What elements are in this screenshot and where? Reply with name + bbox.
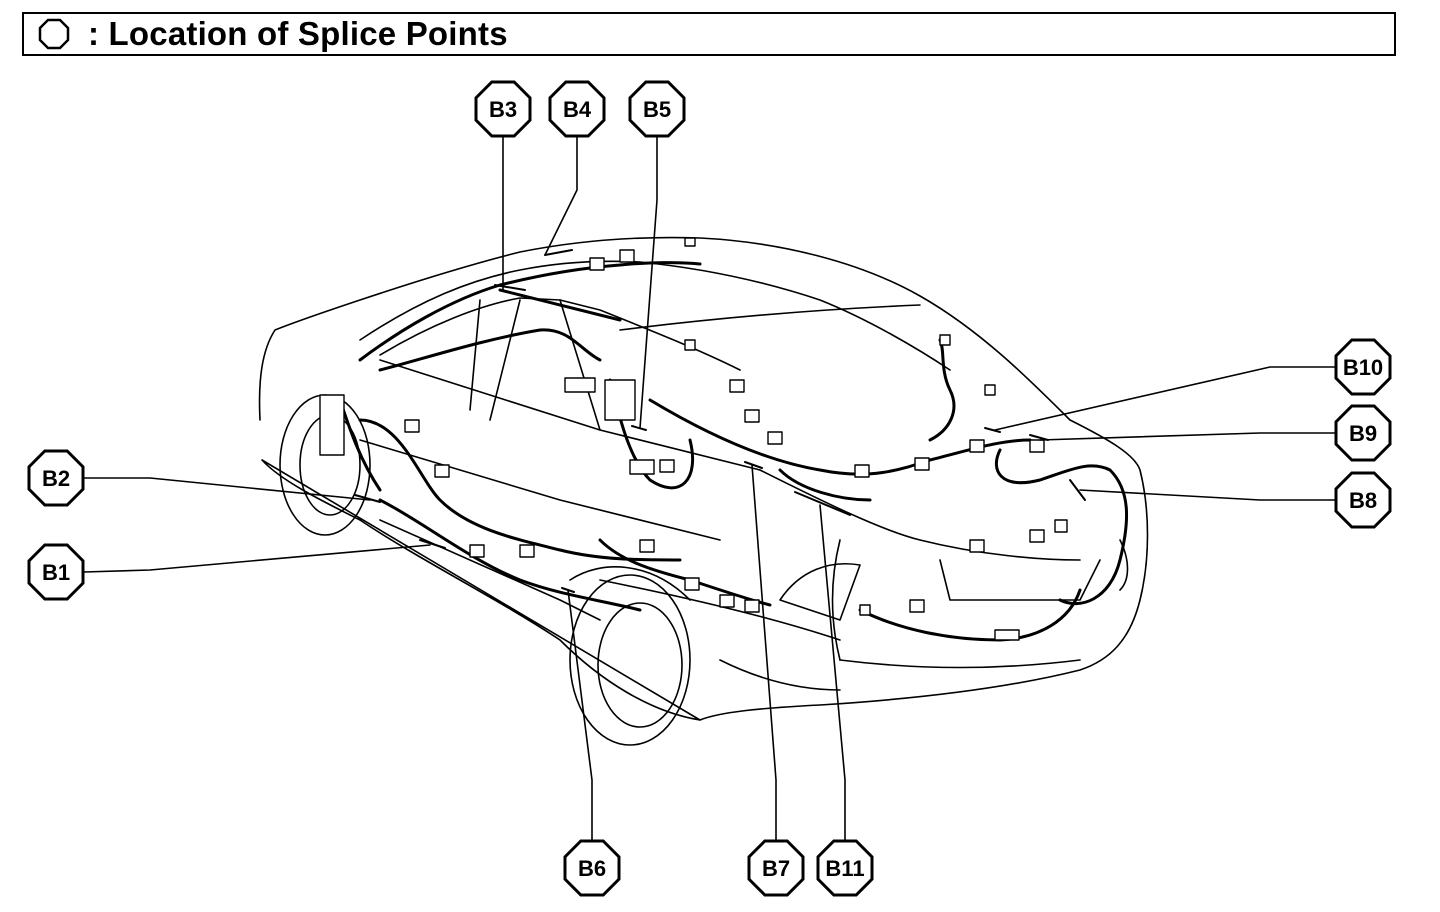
octagon-icon xyxy=(27,449,85,507)
rear-wheel xyxy=(569,566,691,746)
octagon-icon xyxy=(38,18,70,50)
leader-lines xyxy=(83,135,1337,843)
splice-label-b6: B6 xyxy=(563,839,621,897)
title-box: : Location of Splice Points xyxy=(22,12,1396,56)
wire-harness xyxy=(338,261,1129,642)
splice-label-text: B7 xyxy=(762,856,790,881)
octagon-icon xyxy=(1334,404,1392,462)
splice-label-b8: B8 xyxy=(1334,471,1392,529)
octagon-icon xyxy=(816,839,874,897)
octagon-icon xyxy=(1334,338,1392,396)
splice-label-text: B9 xyxy=(1349,421,1377,446)
car-body-outline xyxy=(258,236,1149,721)
splice-label-text: B1 xyxy=(42,560,70,585)
splice-label-text: B5 xyxy=(643,97,671,122)
splice-label-text: B10 xyxy=(1343,355,1383,380)
octagon-icon xyxy=(747,839,805,897)
splice-label-b10: B10 xyxy=(1334,338,1392,396)
splice-label-b11: B11 xyxy=(816,839,874,897)
splice-label-text: B8 xyxy=(1349,488,1377,513)
octagon-icon xyxy=(27,543,85,601)
octagon-icon xyxy=(563,839,621,897)
connector-blocks xyxy=(319,237,1068,641)
splice-label-b5: B5 xyxy=(628,80,686,138)
octagon-icon xyxy=(1334,471,1392,529)
page-title: : Location of Splice Points xyxy=(88,15,508,52)
splice-label-b7: B7 xyxy=(747,839,805,897)
splice-label-text: B11 xyxy=(825,856,864,881)
splice-marks xyxy=(354,249,1086,593)
splice-label-b4: B4 xyxy=(548,80,606,138)
splice-label-b3: B3 xyxy=(474,80,532,138)
splice-label-b2: B2 xyxy=(27,449,85,507)
octagon-icon xyxy=(474,80,532,138)
splice-label-b9: B9 xyxy=(1334,404,1392,462)
splice-label-text: B6 xyxy=(578,856,606,881)
octagon-icon xyxy=(628,80,686,138)
splice-label-text: B2 xyxy=(42,466,70,491)
splice-label-text: B3 xyxy=(489,97,517,122)
octagon-icon xyxy=(548,80,606,138)
splice-label-text: B4 xyxy=(563,97,592,122)
splice-label-b1: B1 xyxy=(27,543,85,601)
